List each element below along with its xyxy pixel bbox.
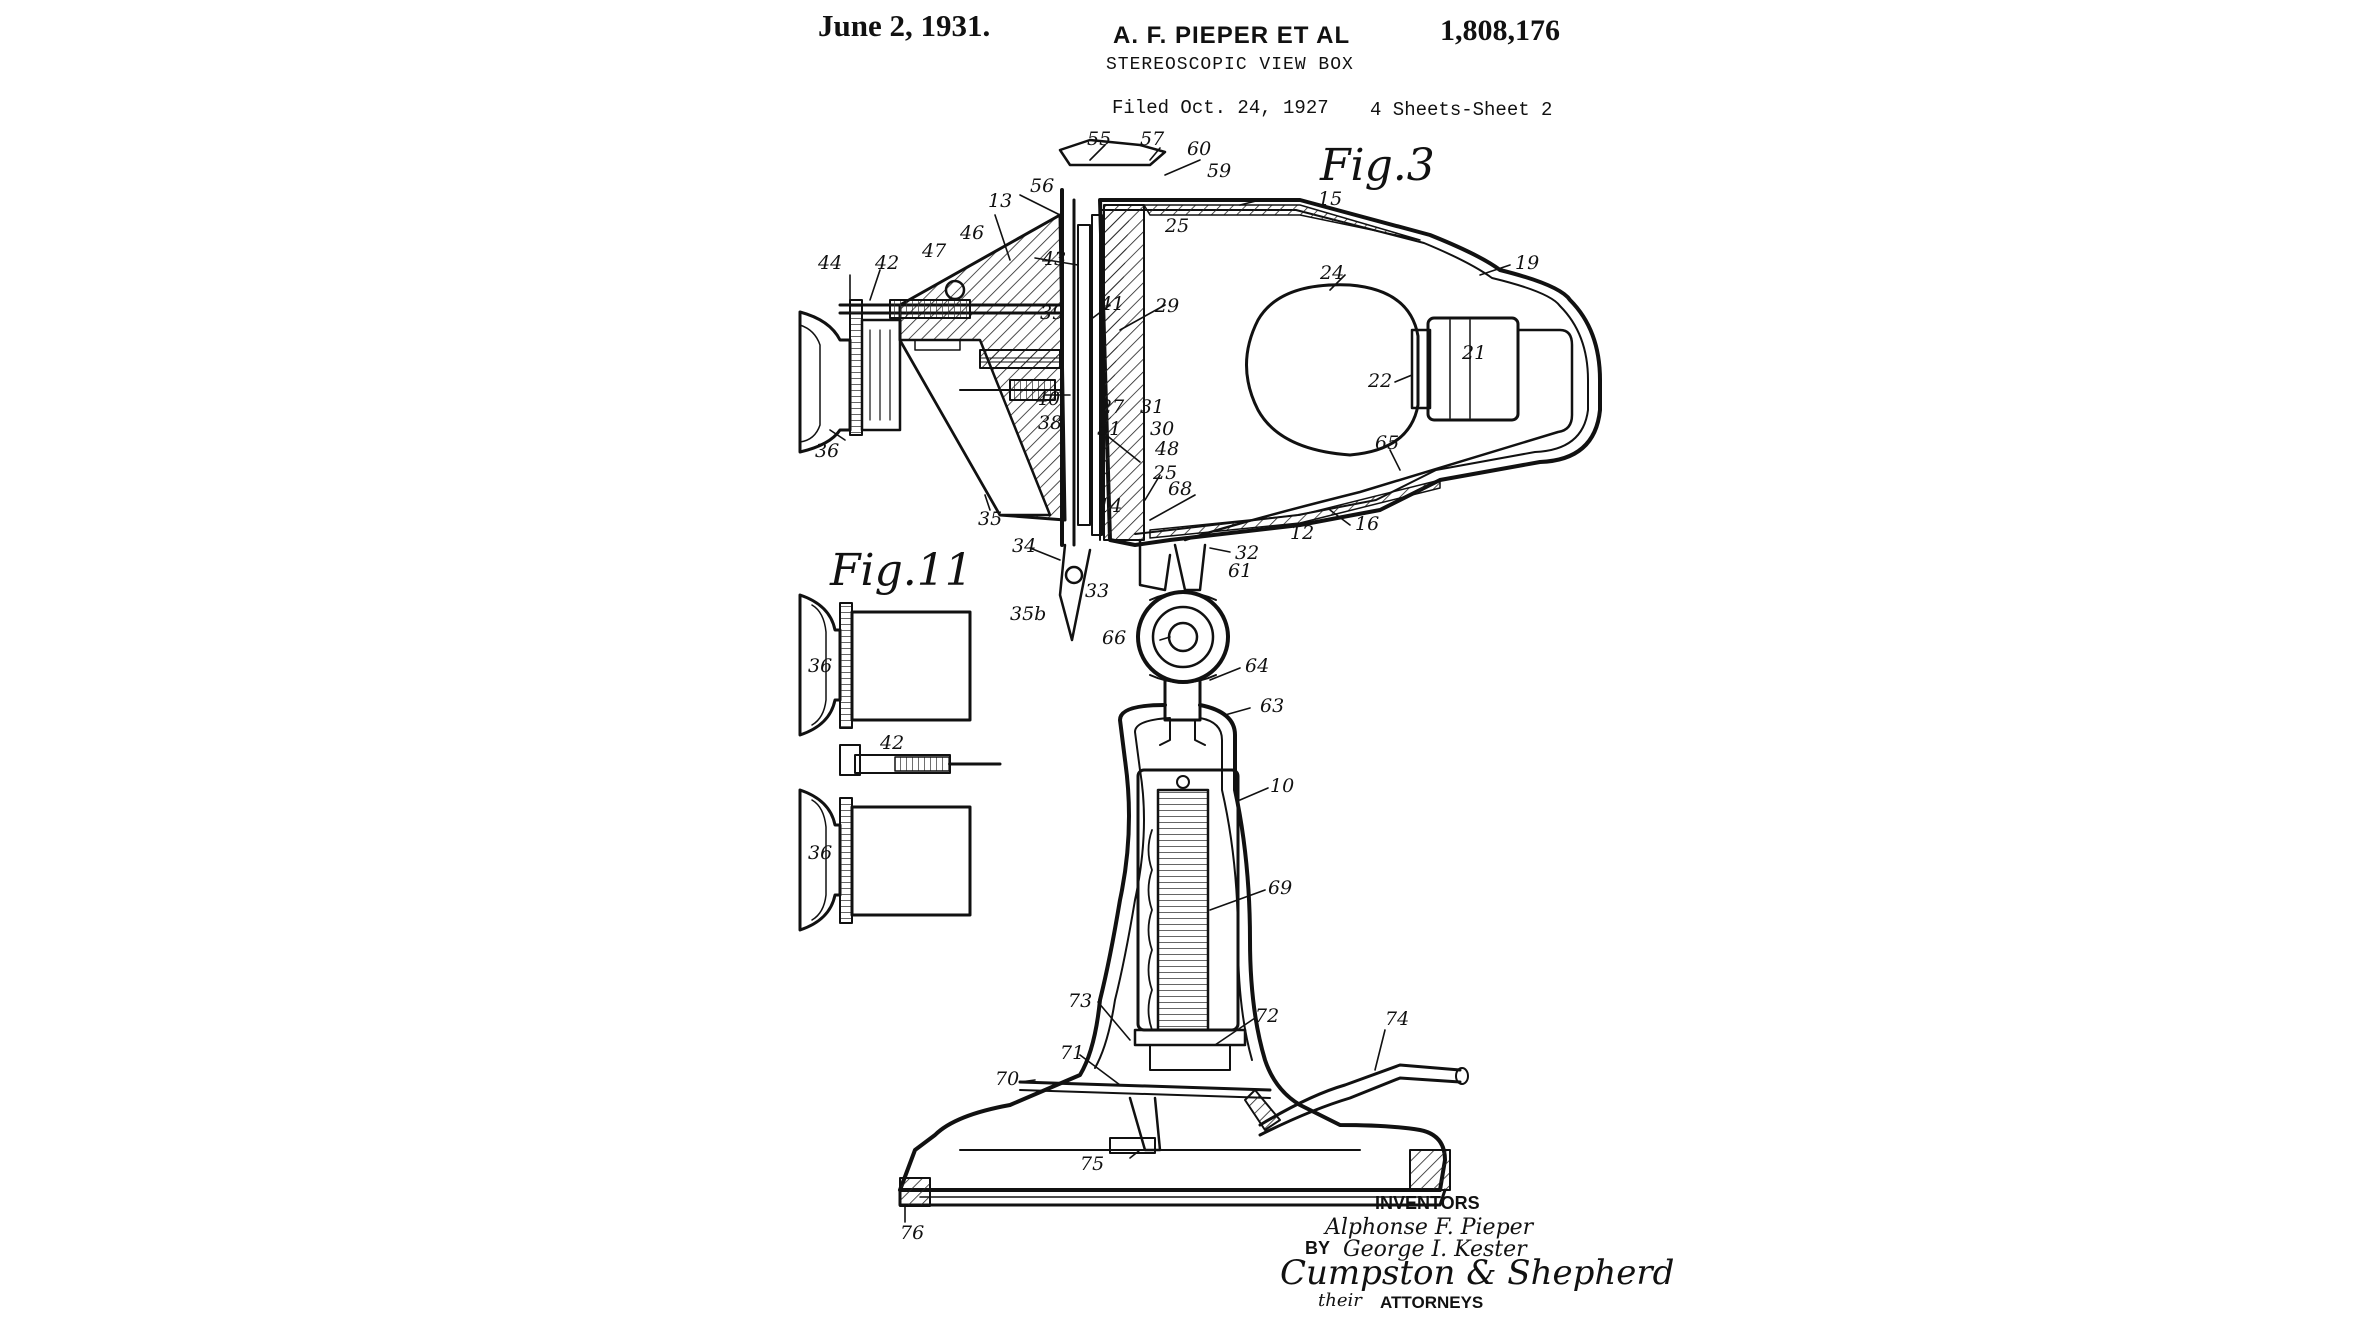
their-label: their	[1318, 1290, 1362, 1311]
sheet-count: 4 Sheets-Sheet 2	[1370, 99, 1553, 121]
ref-numeral: 71	[1060, 1042, 1085, 1064]
ref-numeral: 48	[1155, 438, 1180, 460]
patent-title: STEREOSCOPIC VIEW BOX	[1106, 55, 1354, 75]
ref-numeral: 76	[900, 1222, 925, 1244]
ref-numeral: 19	[1515, 252, 1540, 274]
patent-date: June 2, 1931.	[818, 8, 991, 43]
ref-numeral: 36	[808, 842, 833, 864]
ref-numeral: 16	[1355, 513, 1380, 535]
battery-cell	[1133, 768, 1247, 1071]
ref-numeral: 10	[1270, 775, 1295, 797]
ref-numeral: 64	[1245, 655, 1270, 677]
ref-numeral: 70	[995, 1068, 1020, 1090]
ref-numeral: 25	[1153, 462, 1178, 484]
lamp-housing	[1098, 198, 1602, 547]
figure-3-label: Fig.3	[1320, 140, 1435, 191]
ref-numeral: 29	[1155, 295, 1180, 317]
ref-numeral: 59	[1207, 160, 1232, 182]
patent-number: 1,808,176	[1440, 14, 1560, 47]
ref-numeral: 24	[1320, 262, 1345, 284]
ref-numeral: 34	[1012, 535, 1037, 557]
ref-numeral: 22	[1368, 370, 1393, 392]
ref-numeral: 47	[922, 240, 947, 262]
ref-numeral: 33	[1085, 580, 1110, 602]
figure-11-label: Fig.11	[830, 545, 973, 596]
light-bulb	[1183, 283, 1574, 542]
fig11-eyepieces	[798, 593, 1002, 932]
eyepiece-36	[798, 299, 902, 454]
ref-numeral: 35	[978, 508, 1003, 530]
attorneys-label: ATTORNEYS	[1380, 1293, 1484, 1312]
ref-numeral: 55	[1087, 128, 1112, 150]
attorney-signature: Cumpston & Shepherd	[1280, 1253, 1675, 1293]
ref-numeral: 46	[960, 222, 985, 244]
leader-lines	[829, 144, 1511, 1223]
ref-numeral: 14	[1098, 495, 1123, 517]
ref-numeral: 35b	[1010, 603, 1047, 625]
inventor-header: A. F. PIEPER ET AL	[1113, 22, 1351, 49]
ref-numeral: 21	[1462, 342, 1487, 364]
ref-numeral: 13	[988, 190, 1013, 212]
ref-numeral: 40	[1036, 388, 1061, 410]
ref-numeral: 27	[1100, 396, 1125, 418]
ref-numeral: 36	[808, 655, 833, 677]
ref-numeral: 32	[1235, 542, 1260, 564]
ref-numeral: 68	[1168, 478, 1193, 500]
inventor-name-2: George I. Kester	[1343, 1237, 1527, 1262]
ref-numeral: 38	[1038, 412, 1063, 434]
ref-numeral: 25	[1165, 215, 1190, 237]
ref-numeral: 72	[1255, 1005, 1280, 1027]
by-label: BY	[1305, 1238, 1331, 1258]
eyepiece-casing	[898, 138, 1167, 642]
ref-numeral: 60	[1187, 138, 1212, 160]
ref-numeral: 66	[1102, 627, 1127, 649]
ref-numeral: 39	[1040, 302, 1065, 324]
ref-numeral: 73	[1068, 990, 1093, 1012]
ball-joint	[1136, 538, 1230, 722]
ref-numeral: 12	[1290, 522, 1315, 544]
filed-date: Filed Oct. 24, 1927	[1112, 97, 1329, 119]
ref-numeral: 57	[1140, 128, 1165, 150]
ref-numeral: 30	[1150, 418, 1175, 440]
ref-numeral: 61	[1228, 560, 1253, 582]
ref-numeral: 15	[1318, 188, 1343, 210]
base-plate	[898, 1149, 1451, 1207]
inventor-name-1: Alphonse F. Pieper	[1325, 1215, 1534, 1240]
ref-numeral: 36	[815, 440, 840, 462]
ref-numeral: 41	[1100, 293, 1125, 315]
ref-numeral: 31	[1140, 396, 1165, 418]
ref-numeral: 42	[875, 252, 900, 274]
focus-rod	[838, 279, 1062, 401]
ref-numeral: 42	[880, 732, 905, 754]
ref-numeral: 51	[1097, 418, 1122, 440]
ref-numeral: 69	[1268, 877, 1293, 899]
ref-numeral: 74	[1385, 1008, 1410, 1030]
ref-numeral: 44	[818, 252, 843, 274]
switch-lever	[1018, 1080, 1272, 1154]
power-cable	[1244, 1063, 1469, 1137]
ref-numeral: 65	[1375, 432, 1400, 454]
ref-numeral: 56	[1030, 175, 1055, 197]
ref-numeral: 75	[1080, 1153, 1105, 1175]
ref-numeral: 43	[1042, 248, 1067, 270]
inventors-label: INVENTORS	[1375, 1193, 1480, 1213]
ref-numeral: 63	[1260, 695, 1285, 717]
